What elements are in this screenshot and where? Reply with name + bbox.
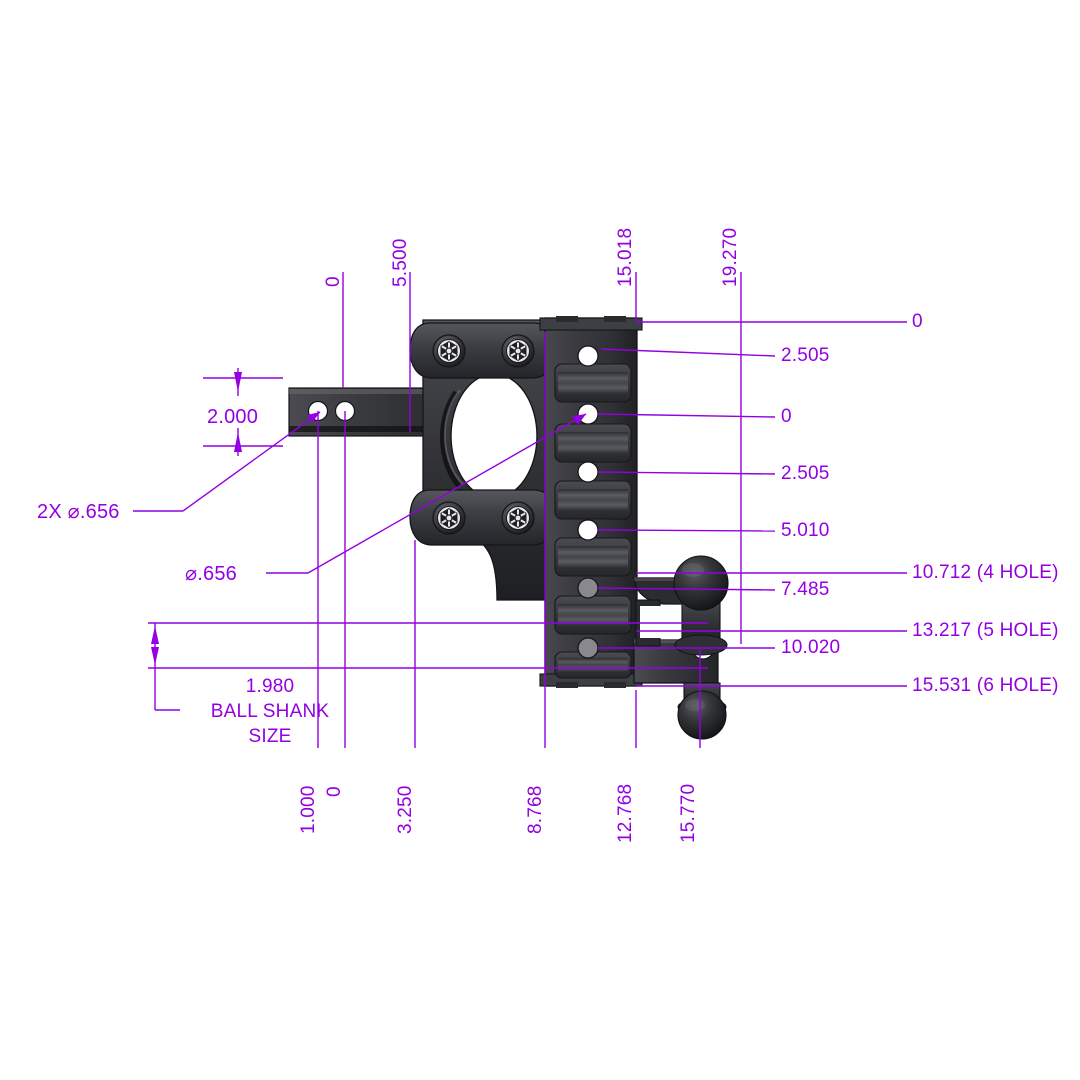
lower-ear-bolt-left <box>432 501 466 535</box>
leader-2x-656-slant <box>182 411 321 512</box>
top-dim-19270: 19.270 <box>720 227 741 287</box>
dimension-lines <box>133 272 907 748</box>
lower-ear-bolt-right <box>501 501 535 535</box>
leader-656-slant <box>307 413 587 574</box>
upper-ear-bolt-left <box>432 334 466 368</box>
right-dim-2505-upper: 2.505 <box>781 345 830 366</box>
ball-shank-callout: 1.980 BALL SHANK SIZE <box>180 676 360 747</box>
right-dim-10020: 10.020 <box>781 637 841 658</box>
upper-trailer-ball <box>673 555 729 656</box>
right-dim-0-top: 0 <box>912 311 923 332</box>
dim-2505-lower <box>597 471 776 475</box>
upper-ear-bolt-right <box>501 334 535 368</box>
hitch-head-clamp <box>409 319 557 601</box>
ball-shank-label-line1: BALL SHANK <box>210 701 330 722</box>
right-dim-0-mid: 0 <box>781 406 792 427</box>
rail-hole-3 <box>577 461 599 483</box>
rail-hole-5 <box>577 577 599 599</box>
dim-2505-upper <box>600 348 776 357</box>
dim-0-mid <box>597 413 776 418</box>
bottom-dim-8768: 8.768 <box>525 785 546 834</box>
right-dim-15531-6hole: 15.531 (6 HOLE) <box>912 675 1059 696</box>
dim-2000-label: 2.000 <box>207 406 259 428</box>
right-dim-5010: 5.010 <box>781 520 830 541</box>
dim-1980-arrowhead-top <box>151 626 159 644</box>
rail-hole-1 <box>577 345 599 367</box>
lower-trailer-ball <box>677 682 727 740</box>
lower-clamp-ear <box>409 489 557 546</box>
top-dim-15018: 15.018 <box>615 227 636 287</box>
right-dim-10712-4hole: 10.712 (4 HOLE) <box>912 562 1059 583</box>
ball-shank-value: 1.980 <box>245 676 295 697</box>
adjustable-hole-rail <box>539 316 643 688</box>
rail-hole-4 <box>577 519 599 541</box>
dim-1980-arrowhead-bot <box>151 647 159 665</box>
dim-656-label: ⌀.656 <box>185 563 237 585</box>
top-dim-5500: 5.500 <box>390 238 411 287</box>
bottom-dim-1000: 1.000 <box>298 785 319 834</box>
leader-656-arrowhead <box>572 414 586 425</box>
pivot-bore <box>450 373 538 499</box>
top-dim-0: 0 <box>323 276 344 287</box>
ball-shank-label-line2: SIZE <box>248 726 292 747</box>
right-dim-13217-5hole: 13.217 (5 HOLE) <box>912 620 1059 641</box>
dim-5010 <box>597 529 776 532</box>
upper-clamp-ear <box>409 322 557 379</box>
leader-2x-656-arrowhead <box>307 412 320 423</box>
rail-hole-2 <box>577 403 599 425</box>
dual-ball-mount <box>633 555 729 740</box>
right-dim-7485: 7.485 <box>781 579 830 600</box>
dim-2x-656-label: 2X ⌀.656 <box>37 501 120 523</box>
bottom-dim-3250: 3.250 <box>395 785 416 834</box>
right-dim-2505-lower: 2.505 <box>781 463 830 484</box>
bottom-dim-12768: 12.768 <box>615 783 636 843</box>
dim-2000-arrowhead-bot <box>234 432 242 452</box>
dim-2000-arrowhead-top <box>234 372 242 392</box>
bottom-dim-15770: 15.770 <box>678 783 699 843</box>
bottom-dim-0: 0 <box>324 786 345 797</box>
dim-7485 <box>597 587 776 591</box>
rail-hole-6 <box>577 637 599 659</box>
